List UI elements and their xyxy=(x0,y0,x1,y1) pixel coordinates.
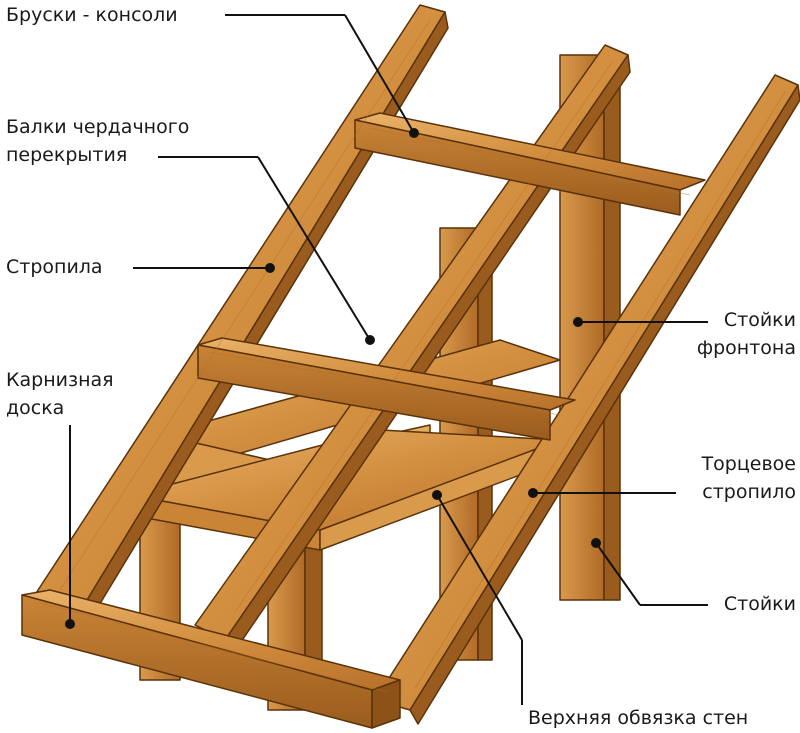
label-stoyki-frontona-line1: Стойки xyxy=(723,309,796,331)
dot-bruski xyxy=(409,128,419,138)
label-verkhnyaya-obvyazka: Верхняя обвязка стен xyxy=(528,707,749,729)
label-balki-line2: перекрытия xyxy=(6,144,128,166)
cantilever-bar-front xyxy=(354,119,681,216)
dot-tortsevoe xyxy=(528,488,538,498)
dot-fronton xyxy=(573,317,583,327)
dot-balki xyxy=(365,335,375,345)
label-tortsevoe-line2: стропило xyxy=(702,481,796,503)
leader-balki-diag xyxy=(257,156,371,341)
dot-stoyki xyxy=(591,538,601,548)
leader-stoyki xyxy=(595,542,641,606)
label-balki-line1: Балки чердачного xyxy=(6,116,190,138)
label-karniz-line2: доска xyxy=(6,397,65,419)
eaves-board-end xyxy=(371,679,401,729)
leader-lines xyxy=(69,14,708,705)
label-tortsevoe-line1: Торцевое xyxy=(701,453,796,475)
dot-stropila xyxy=(265,263,275,273)
label-bruski-konsoli: Бруски - консоли xyxy=(6,4,178,26)
leader-obvyazka xyxy=(436,494,523,641)
label-karniz-line1: Карнизная xyxy=(6,369,114,391)
frame-members xyxy=(21,4,800,729)
dot-karniz xyxy=(65,619,75,629)
label-stoyki-frontona-line2: фронтона xyxy=(696,337,796,359)
label-stropila: Стропила xyxy=(6,256,103,278)
rafter-end-side xyxy=(409,84,800,725)
attic-beam-front xyxy=(197,344,551,441)
marker-dots xyxy=(65,128,601,629)
label-stoyki: Стойки xyxy=(723,593,796,615)
leader-bruski-diag xyxy=(344,14,415,134)
wood-grain xyxy=(39,19,786,693)
dot-obvyazka xyxy=(432,490,442,500)
